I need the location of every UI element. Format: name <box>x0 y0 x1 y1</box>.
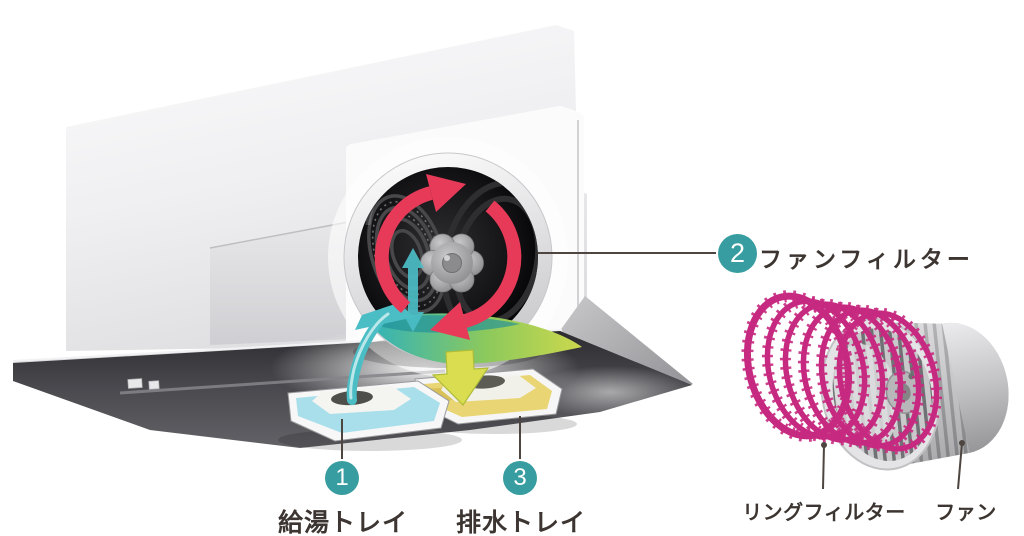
ring-filter-fan-illustration <box>741 290 1009 471</box>
drain-tray-label: 排水トレイ <box>455 509 586 536</box>
callout-badge-2: 2 <box>718 234 757 273</box>
callout-badge-1: 1 <box>325 461 359 495</box>
leader-line-fan <box>957 442 963 490</box>
fan-knob <box>420 233 484 293</box>
hood-rail <box>119 369 446 395</box>
leader-line-ring-filter <box>822 444 825 490</box>
hot-water-tray <box>287 380 450 442</box>
hot-water-tray-label: 給湯トレイ <box>277 509 408 536</box>
ring-filter-rings <box>741 290 943 455</box>
updown-arrow-icon <box>402 248 424 332</box>
rotation-arrows-icon <box>374 174 522 340</box>
trays <box>278 368 577 451</box>
callout-badge-3: 3 <box>503 461 537 495</box>
rail-clips <box>127 378 160 390</box>
fan-label: ファン <box>935 502 997 524</box>
drain-flow-arrow-icon <box>431 349 490 406</box>
ring-filter-label: リングフィルター <box>742 502 906 524</box>
leader-lines <box>341 252 963 490</box>
leader-dots <box>821 440 965 448</box>
fan-filter-label: ファンフィルター <box>759 246 974 272</box>
